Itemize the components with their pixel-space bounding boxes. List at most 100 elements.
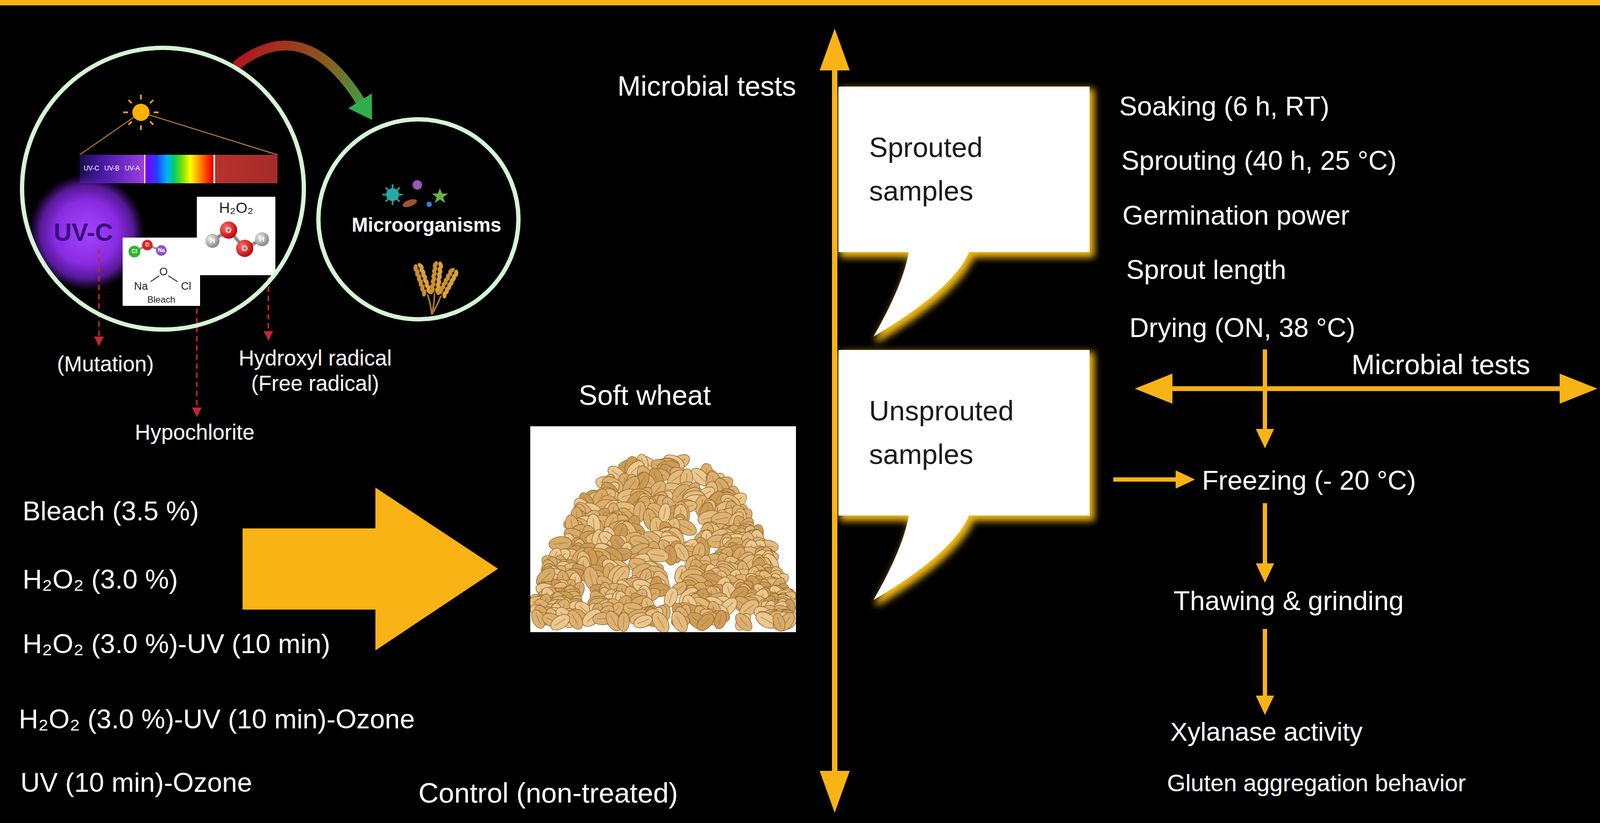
atom-label: O (159, 265, 168, 279)
circle-outline (19, 45, 307, 332)
decor-line (1262, 503, 1268, 565)
spectrum-label: UV-C (83, 165, 100, 173)
atom-label: O (145, 242, 150, 249)
arrow-head (347, 93, 372, 120)
decor-line (1113, 477, 1177, 482)
atom-label: H (209, 237, 215, 246)
ray-line (79, 112, 141, 155)
result-label: Xylanase activity (1170, 717, 1363, 748)
decor-line (128, 100, 132, 104)
decor-line (153, 111, 159, 114)
spectrum-label: UV-A (124, 165, 140, 173)
grain-crease (760, 617, 773, 624)
grain-body (668, 608, 692, 633)
axis-label: Microbial tests (617, 70, 796, 103)
grain-body (732, 610, 756, 633)
grain-crease (715, 517, 729, 521)
sun-rays (123, 94, 159, 131)
peroxide-molecule (205, 221, 269, 258)
decor-circle (205, 233, 220, 248)
wheat-grain (770, 612, 788, 633)
grain-crease (679, 524, 692, 531)
decor-circle (219, 221, 238, 239)
decor-polygon (1134, 373, 1173, 404)
grain-crease (739, 617, 748, 628)
decor-g (382, 184, 403, 205)
grain-crease (669, 592, 673, 604)
decor-circle (254, 232, 269, 247)
decor-polygon (431, 188, 448, 204)
decor-polygon (1255, 695, 1275, 716)
treatment-label: H₂O₂ (3.0 %)-UV (10 min) (22, 629, 331, 661)
decor-circle (426, 201, 432, 208)
grain-crease (743, 604, 755, 613)
atom-label: Na (158, 247, 166, 254)
atom-label: H (259, 235, 265, 244)
atom-label: O (242, 244, 248, 253)
decor-circle (141, 239, 153, 251)
flow-arrow (1255, 349, 1275, 449)
grain-crease (663, 507, 666, 519)
decor-polygon (1559, 373, 1598, 404)
wheat-stem (431, 295, 442, 315)
flow-arrow (1255, 503, 1275, 583)
wheat-grain (617, 612, 630, 633)
treatment-label: H₂O₂ (3.0 %)-UV (10 min)-Ozone (18, 704, 415, 736)
step-label: Drying (ON, 38 °C) (1129, 313, 1356, 345)
bleach-image (122, 237, 201, 307)
bubble-text: Unsprouted samples (869, 389, 1031, 476)
treatment-circle: UV-CH₂O₂Bleach (19, 45, 307, 332)
grain-crease (623, 616, 624, 628)
decor-line (140, 125, 142, 131)
grain-crease (638, 505, 640, 518)
wheat-grain (693, 610, 717, 633)
grain-crease (719, 614, 722, 626)
step-label: Sprout length (1126, 254, 1286, 287)
treatment-label: UV (10 min)-Ozone (20, 768, 253, 800)
circle-title: Microorganisms (351, 214, 502, 237)
grain-crease (541, 572, 551, 583)
grain-crease (676, 615, 683, 628)
decor-line (1262, 629, 1268, 698)
decor-circle (386, 188, 400, 202)
grain-crease (535, 614, 541, 625)
wheat-grain (668, 608, 692, 633)
wheat-stem (427, 294, 432, 315)
wheat-kernel (453, 269, 459, 277)
grain-crease (701, 617, 710, 627)
treatment-label: H₂O₂ (3.0 %) (22, 564, 179, 596)
grain-body (712, 609, 729, 631)
step-label: Germination power (1122, 200, 1350, 232)
decor-line (1167, 386, 1566, 392)
grain-body (617, 612, 630, 633)
step-label: Soaking (6 h, RT) (1119, 91, 1330, 123)
image-heading: Soft wheat (578, 379, 711, 412)
step-label: Thawing & grinding (1173, 586, 1404, 618)
decor-line (832, 64, 838, 778)
decor-line (123, 111, 128, 114)
grain-crease (610, 615, 617, 628)
grain-body (548, 611, 573, 633)
decor-line (385, 187, 400, 202)
decor-circle (128, 245, 141, 258)
effect-label: (Mutation) (57, 351, 154, 377)
wheat-kernel (416, 261, 425, 271)
decor-line (168, 275, 178, 282)
grain-body (693, 610, 717, 633)
decor-line (385, 187, 400, 202)
treatment-label: Bleach (3.5 %) (22, 496, 199, 528)
speech-bubble-shape (838, 350, 1090, 601)
image-caption: Bleach (147, 294, 176, 306)
circle-border (22, 47, 304, 330)
control-label: Control (non-treated) (418, 777, 679, 810)
treatment-arrow (242, 487, 499, 651)
wheat-kernel (437, 261, 444, 270)
decor-line (1262, 349, 1268, 431)
sun-icon (79, 94, 278, 155)
grain-crease (657, 616, 665, 629)
wheat-image-node: Soft wheat (530, 376, 796, 633)
grain-crease (553, 543, 567, 545)
